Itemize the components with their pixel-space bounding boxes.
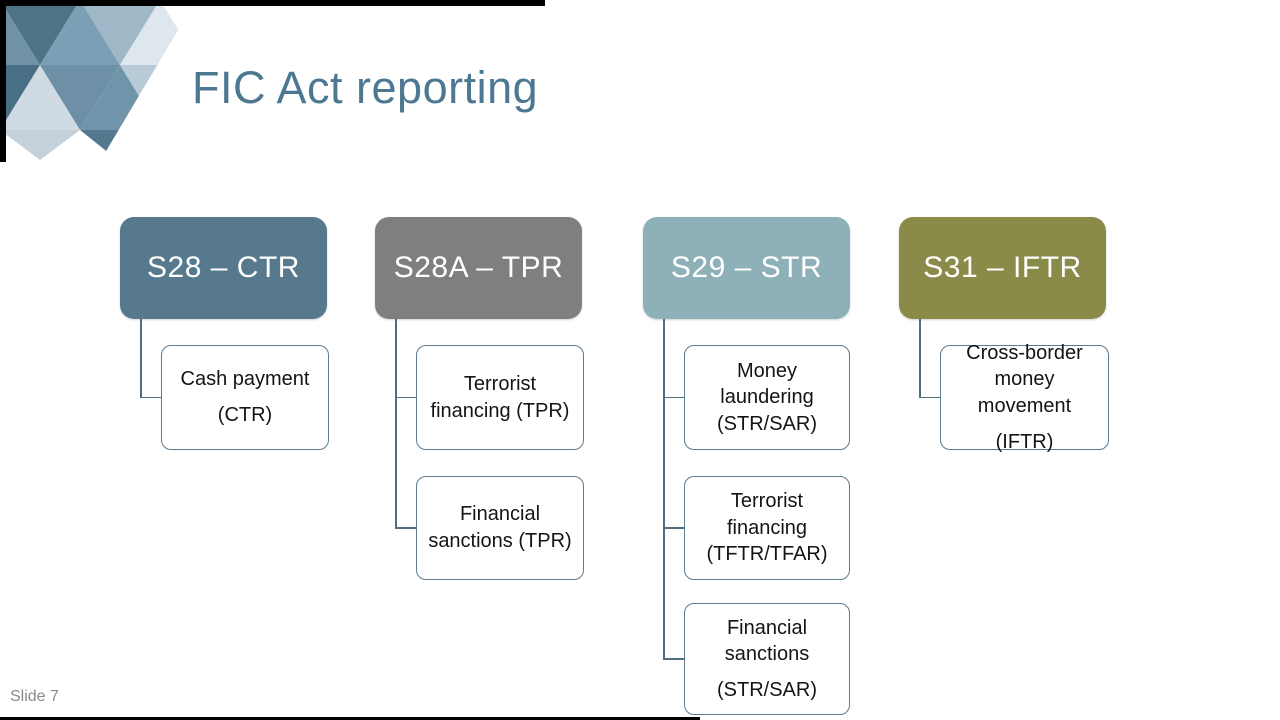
connector-stub xyxy=(663,658,684,660)
connector-stub xyxy=(663,527,684,529)
mosaic-tile xyxy=(40,65,120,130)
connector-trunk xyxy=(663,319,665,658)
header-box-s29-str: S29 – STR xyxy=(643,217,850,319)
header-box-s28a-tpr: S28A – TPR xyxy=(375,217,582,319)
header-label: S29 – STR xyxy=(670,251,823,284)
child-box-tag: (CTR) xyxy=(217,404,273,426)
slide-title: FIC Act reporting xyxy=(192,62,539,113)
mosaic-tile xyxy=(80,0,160,65)
header-label: S28A – TPR xyxy=(393,251,564,284)
letterbox-left xyxy=(0,0,6,162)
header-label: S31 – IFTR xyxy=(923,251,1082,284)
letterbox-bottom xyxy=(0,717,700,720)
connector-trunk xyxy=(395,319,397,527)
mosaic-tile xyxy=(0,0,80,65)
child-box-tag: (STR/SAR) xyxy=(717,678,817,701)
connector-stub xyxy=(919,396,940,399)
mosaic-tile xyxy=(80,130,160,162)
child-box-tag: (IFTR) xyxy=(995,430,1054,453)
header-box-s28-ctr: S28 – CTR xyxy=(120,217,327,319)
connector-stub xyxy=(395,527,416,529)
mosaic-tile xyxy=(0,130,80,160)
connector-stub xyxy=(140,396,161,399)
header-label: S28 – CTR xyxy=(147,251,300,284)
letterbox-top xyxy=(0,0,545,6)
header-box-s31-iftr: S31 – IFTR xyxy=(899,217,1106,319)
connector-stub xyxy=(395,396,416,399)
child-box-cash-payment: Cash payment (CTR) xyxy=(161,345,329,450)
child-box-text: Cash payment xyxy=(180,368,310,391)
mosaic-tile xyxy=(0,65,80,130)
connector-stub xyxy=(663,396,684,399)
slide-number-label: Slide 7 xyxy=(10,688,59,705)
mosaic-tile xyxy=(40,0,120,65)
connector-trunk xyxy=(140,319,142,397)
corner-triangle-mosaic xyxy=(0,0,196,162)
connector-trunk xyxy=(919,319,921,397)
